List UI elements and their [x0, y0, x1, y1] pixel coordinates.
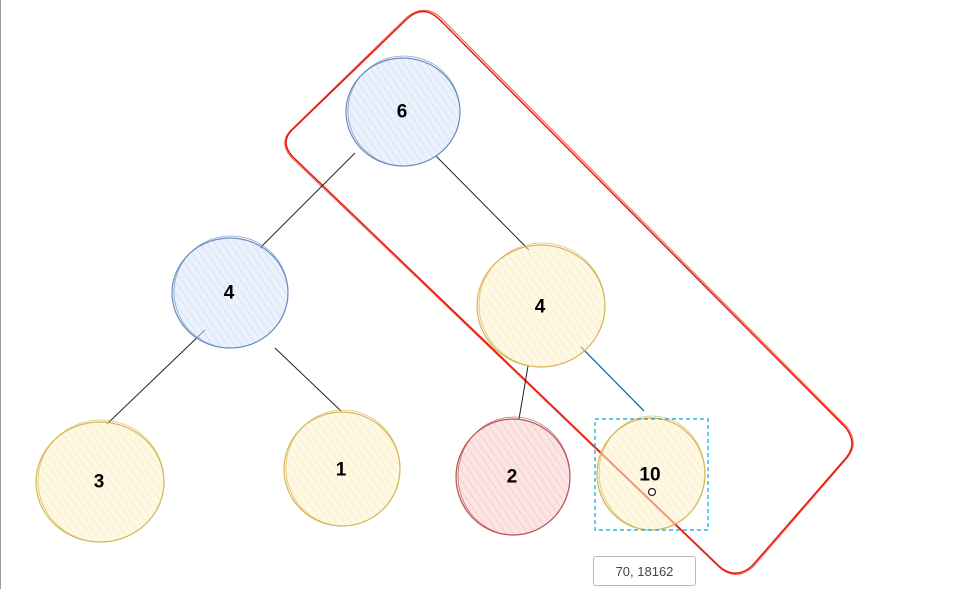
- selection-box[interactable]: [594, 418, 709, 531]
- node-right-mid[interactable]: 4: [476, 242, 606, 368]
- node-leaf-3-label: 3: [94, 472, 105, 493]
- edge-right-leaf2[interactable]: [518, 365, 529, 420]
- node-leaf-10-label: 10: [639, 465, 660, 486]
- node-left-mid[interactable]: 4: [171, 235, 289, 349]
- node-leaf-1[interactable]: 1: [283, 409, 401, 527]
- node-root-label: 6: [397, 102, 408, 123]
- connection-handle-icon[interactable]: [647, 487, 657, 497]
- edge-right-leaf10[interactable]: [580, 346, 645, 412]
- node-leaf-1-label: 1: [336, 460, 347, 481]
- highlight-frame[interactable]: [284, 9, 854, 575]
- edge-left-leaf1[interactable]: [274, 347, 342, 412]
- node-leaf-2[interactable]: 2: [455, 416, 571, 536]
- node-right-mid-label: 4: [535, 297, 546, 318]
- coordinate-readout: 70, 18162: [593, 556, 696, 586]
- edge-root-left[interactable]: [259, 152, 356, 249]
- node-left-mid-label: 4: [224, 283, 235, 304]
- node-leaf-2-label: 2: [507, 467, 518, 488]
- node-leaf-3[interactable]: 3: [35, 419, 165, 543]
- node-root[interactable]: 6: [345, 55, 461, 167]
- node-leaf-10[interactable]: 10: [596, 415, 706, 531]
- edge-root-right[interactable]: [435, 155, 530, 251]
- edge-left-leaf3[interactable]: [106, 329, 206, 425]
